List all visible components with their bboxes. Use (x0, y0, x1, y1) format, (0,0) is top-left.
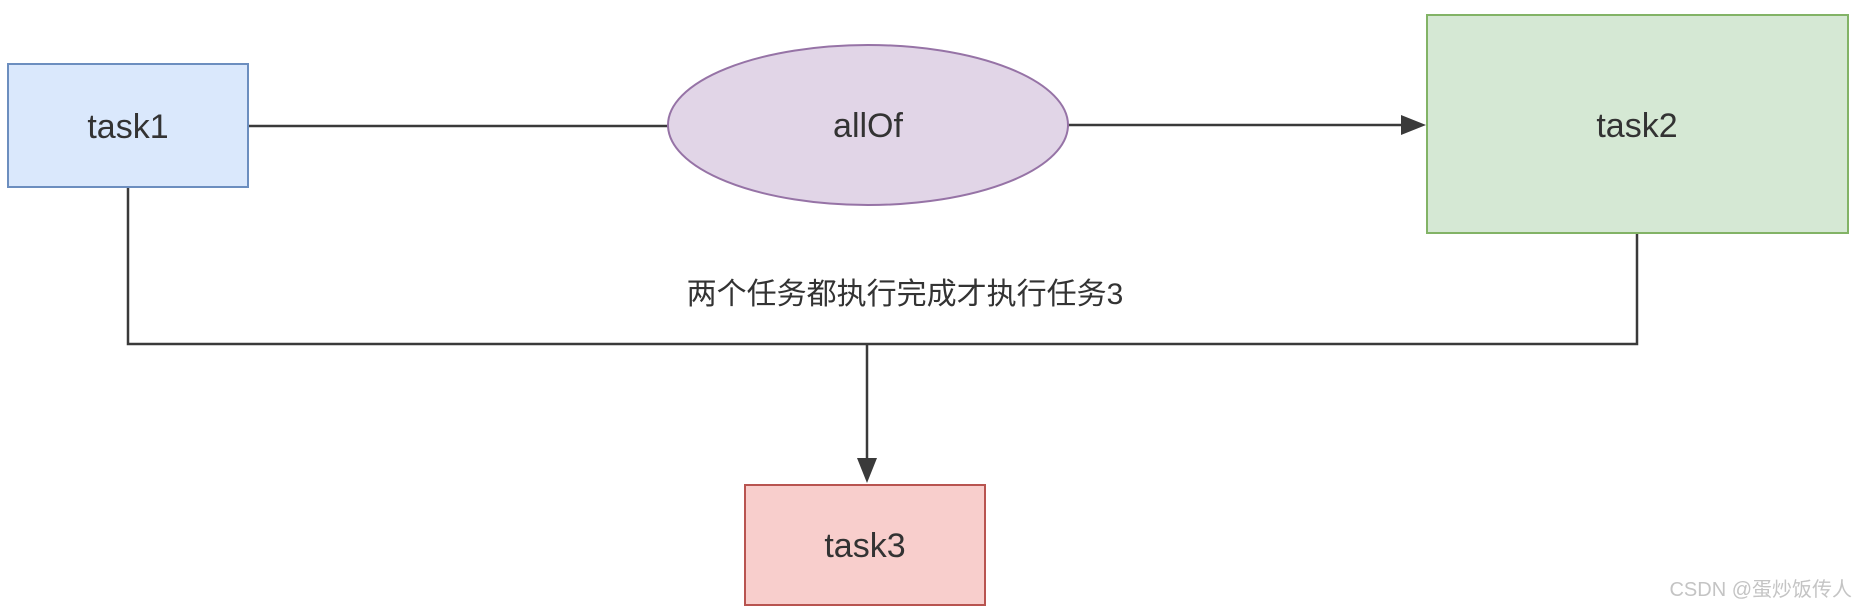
arrowhead-into-task3 (857, 458, 877, 483)
edge-layer (126, 115, 1639, 483)
task2-node (1426, 14, 1849, 234)
edge-task1-task2-junction (126, 187, 1639, 346)
task1-label: task1 (87, 108, 168, 146)
task1-node (7, 63, 249, 188)
task3-label: task3 (824, 527, 905, 565)
node-layer: task1 allOf task2 task3 (7, 14, 1849, 606)
allof-node (667, 44, 1069, 206)
annotation-label: 两个任务都执行完成才执行任务3 (687, 278, 1124, 311)
watermark-text: CSDN @蛋炒饭传人 (1669, 578, 1852, 601)
allof-label: allOf (833, 107, 903, 145)
task2-label: task2 (1596, 107, 1677, 145)
task3-node (744, 484, 986, 606)
arrowhead-into-task2 (1401, 115, 1426, 135)
